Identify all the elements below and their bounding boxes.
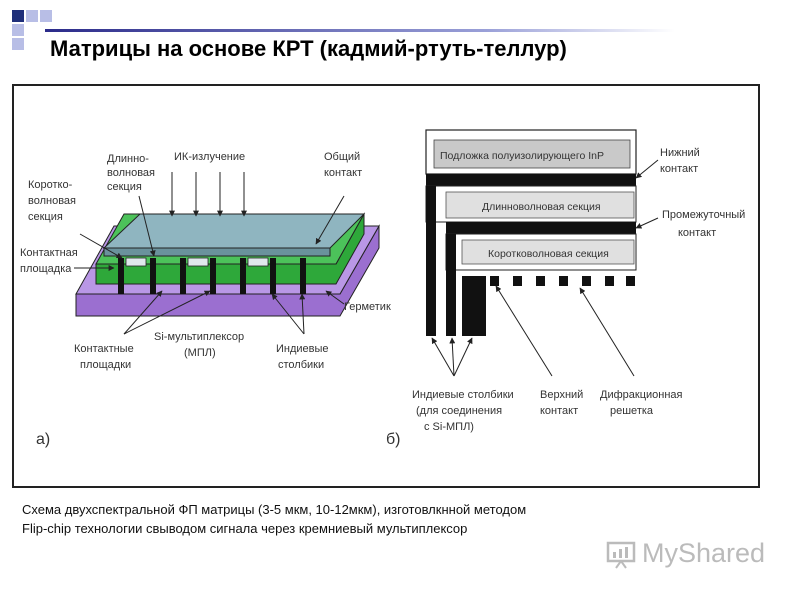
slide-caption: Схема двухспектральной ФП матрицы (3-5 м… — [22, 500, 742, 538]
watermark-text: MyShared — [642, 538, 766, 568]
caption-line-2: Flip-chip технологии свыводом сигнала че… — [22, 521, 468, 536]
top-contact-label-1: Верхний — [540, 389, 583, 401]
fpa-3d-drawing — [74, 172, 380, 335]
long-section-label: Длинноволновая секция — [482, 201, 601, 213]
indium-columns-label-2: (для соединения — [416, 405, 502, 417]
caption-line-1: Схема двухспектральной ФП матрицы (3-5 м… — [22, 502, 527, 517]
corner-square-navy — [12, 10, 24, 22]
long-wave-label-3: секция — [107, 181, 142, 193]
long-wave-label-1: Длинно- — [107, 153, 149, 165]
corner-square-light — [12, 24, 24, 36]
grating-label-1: Дифракционная — [600, 389, 683, 401]
panel-b-label: б) — [386, 431, 401, 448]
watermark: MyShared — [606, 538, 765, 569]
corner-square-light — [12, 38, 24, 50]
presentation-icon — [606, 541, 636, 569]
bottom-contact-label-1: Нижний — [660, 147, 700, 159]
indium-bumps-label-2: столбики — [278, 359, 324, 371]
short-section-label: Коротковолновая секция — [488, 248, 609, 260]
short-wave-label-2: волновая — [28, 195, 76, 207]
multiplexer-label-2: (МПЛ) — [184, 347, 216, 359]
common-contact-label-2: контакт — [324, 167, 362, 179]
intermediate-contact-label-1: Промежуточный — [662, 209, 745, 221]
corner-square-light — [40, 10, 52, 22]
grating-label-2: решетка — [610, 405, 654, 417]
contact-pad-label-2: площадка — [20, 263, 72, 275]
intermediate-contact-label-2: контакт — [678, 227, 716, 239]
slide-title: Матрицы на основе КРТ (кадмий-ртуть-телл… — [50, 36, 567, 61]
top-contact-label-2: контакт — [540, 405, 578, 417]
cross-section-drawing — [425, 129, 659, 377]
indium-columns-label-3: с Si-МПЛ) — [424, 421, 474, 433]
diagram-svg: Длинно- волновая секция ИК-излучение Общ… — [20, 129, 745, 448]
bottom-contact-label-2: контакт — [660, 163, 698, 175]
common-contact-label-1: Общий — [324, 151, 360, 163]
short-wave-label-1: Коротко- — [28, 179, 73, 191]
contact-pads-label-2: площадки — [80, 359, 131, 371]
multiplexer-label-1: Si-мультиплексор — [154, 331, 244, 343]
contact-pads-label-1: Контактные — [74, 343, 134, 355]
substrate-label: Подложка полуизолирующего InP — [440, 150, 604, 162]
ir-label: ИК-излучение — [174, 151, 245, 163]
short-wave-label-3: секция — [28, 211, 63, 223]
contact-pad-label-1: Контактная — [20, 247, 78, 259]
title-rule — [45, 29, 675, 32]
panel-a-label: а) — [36, 431, 50, 448]
indium-columns-label-1: Индиевые столбики — [412, 389, 514, 401]
sealant-label: Герметик — [344, 301, 391, 313]
corner-square-light — [26, 10, 38, 22]
diagram-figure: Длинно- волновая секция ИК-излучение Общ… — [12, 84, 760, 488]
long-wave-label-2: волновая — [107, 167, 155, 179]
indium-bumps-label-1: Индиевые — [276, 343, 329, 355]
